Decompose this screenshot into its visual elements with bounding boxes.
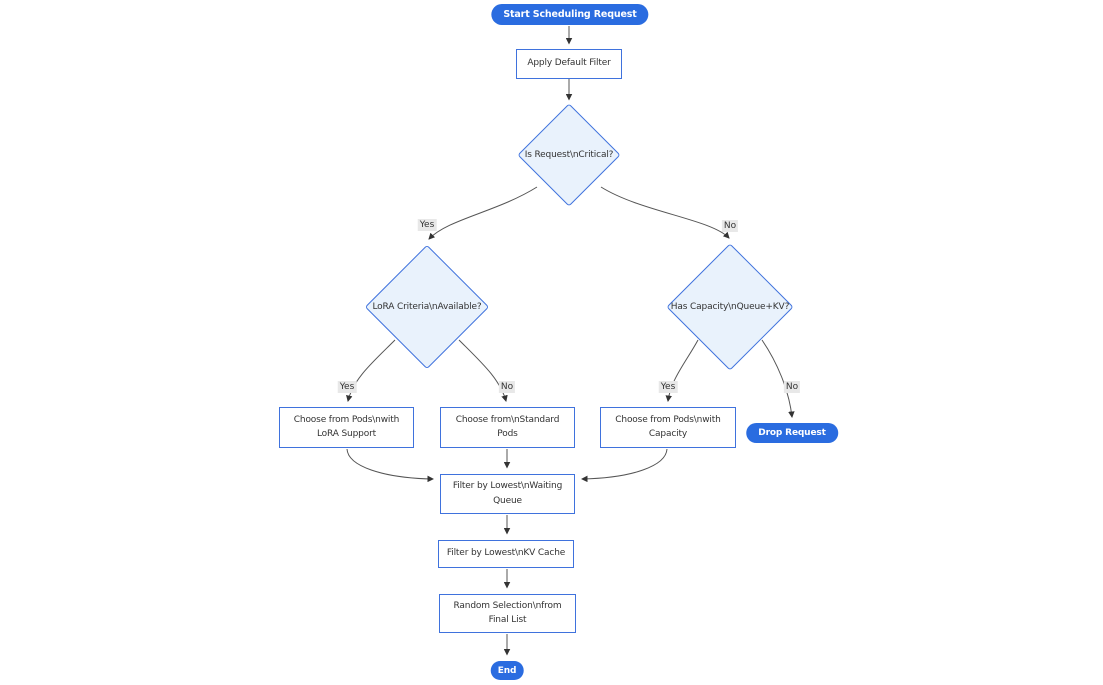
drop-request-node: Drop Request [746,423,838,443]
start-node-label: Start Scheduling Request [503,9,637,20]
end-node: End [490,661,524,680]
apply-default-filter-label: Apply Default Filter [527,58,611,69]
edge-label-lora-no: No [498,381,516,393]
edge-label-capacity-yes: Yes [658,381,678,393]
filter-waiting-queue-node: Filter by Lowest\nWaiting Queue [440,474,575,514]
edge-label-critical-no: No [721,220,739,232]
has-capacity-decision: Has Capacity\nQueue+KV? [666,243,794,371]
choose-capacity-pods-line2: Capacity [648,429,688,439]
filter-waiting-queue-line2: Queue [493,495,522,506]
edge-capacitypods-to-waiting [581,448,668,483]
is-request-critical-decision: Is Request\nCritical? [517,103,621,207]
choose-standard-pods-node: Choose from\nStandard Pods [440,407,575,448]
choose-lora-pods-line1: Choose from Pods\nwith [293,414,400,425]
start-node: Start Scheduling Request [491,4,649,25]
filter-kv-cache-label: Filter by Lowest\nKV Cache [446,548,566,559]
random-selection-node: Random Selection\nfrom Final List [439,594,576,633]
choose-lora-pods-node: Choose from Pods\nwith LoRA Support [279,407,414,448]
end-node-label: End [497,665,517,676]
edge-capacity-no [761,339,795,418]
edge-label-lora-yes: Yes [337,381,357,393]
random-selection-line1: Random Selection\nfrom [453,600,562,611]
lora-criteria-decision: LoRA Criteria\nAvailable? [364,244,490,370]
edge-capacity-yes [665,339,699,402]
edge-label-critical-yes: Yes [417,219,437,231]
edge-label-capacity-no: No [783,381,801,393]
edge-critical-yes [428,186,538,240]
edge-chooselora-to-waiting [346,448,434,483]
drop-request-label: Drop Request [758,428,826,438]
is-request-critical-label: Is Request\nCritical? [524,150,614,160]
apply-default-filter-node: Apply Default Filter [516,49,622,79]
edge-lora-yes [346,339,396,402]
lora-criteria-label: LoRA Criteria\nAvailable? [372,302,482,312]
random-selection-line2: Final List [488,615,527,625]
filter-waiting-queue-line1: Filter by Lowest\nWaiting [452,481,563,492]
has-capacity-label: Has Capacity\nQueue+KV? [670,302,790,312]
choose-capacity-pods-line1: Choose from Pods\nwith [615,414,721,425]
choose-standard-pods-line2: Pods [497,429,518,439]
edge-critical-no [600,186,730,239]
filter-kv-cache-node: Filter by Lowest\nKV Cache [438,540,574,568]
edge-lora-no [458,339,508,402]
choose-lora-pods-line2: LoRA Support [316,429,377,439]
choose-capacity-pods-node: Choose from Pods\nwith Capacity [600,407,736,448]
choose-standard-pods-line1: Choose from\nStandard [455,414,560,425]
